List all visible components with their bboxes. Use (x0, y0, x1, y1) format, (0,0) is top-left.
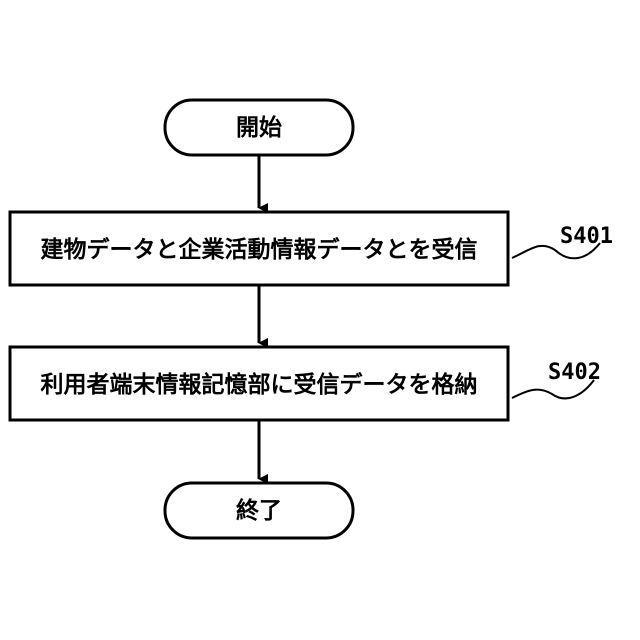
process-label-s401: 建物データと企業活動情報データとを受信 (41, 236, 478, 263)
process-box-s401: 建物データと企業活動情報データとを受信 (10, 212, 508, 285)
end-label: 終了 (236, 497, 282, 524)
start-terminal: 開始 (165, 100, 353, 155)
start-label: 開始 (236, 114, 282, 141)
process-box-s402: 利用者端末情報記憶部に受信データを格納 (10, 347, 508, 420)
step-label-s402: S402 (548, 360, 601, 385)
step-label-s401: S401 (560, 224, 613, 249)
process-label-s402: 利用者端末情報記憶部に受信データを格納 (41, 371, 478, 398)
end-terminal: 終了 (165, 483, 353, 538)
